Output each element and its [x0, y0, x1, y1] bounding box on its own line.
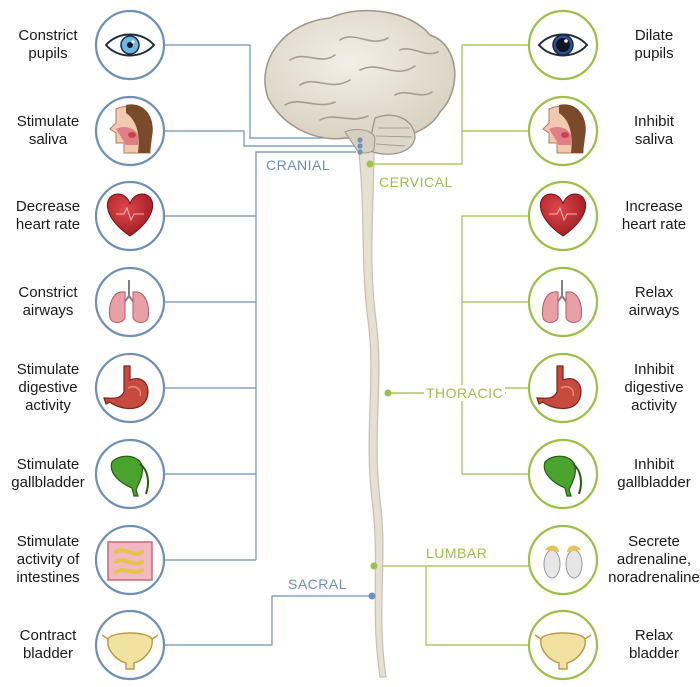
- label-line: airways: [604, 302, 700, 320]
- label-line: gallbladder: [604, 474, 700, 492]
- label-line: Increase: [604, 198, 700, 216]
- stomach-icon: [96, 354, 164, 422]
- label-line: airways: [0, 302, 98, 320]
- lungs-icon: [96, 268, 164, 336]
- label-line: gallbladder: [0, 474, 98, 492]
- salivary-head-icon: [529, 97, 597, 165]
- cervical-node: [367, 161, 374, 168]
- label-line: Stimulate: [0, 113, 98, 131]
- sacral-node: [369, 593, 376, 600]
- adrenal-glands-icon: [529, 526, 597, 594]
- label-line: Constrict: [0, 27, 98, 45]
- label-line: Stimulate: [0, 533, 98, 551]
- gallbladder-icon: [529, 440, 597, 508]
- label-line: pupils: [604, 45, 700, 63]
- lumbar-label: LUMBAR: [426, 545, 487, 561]
- cervical-label: CERVICAL: [379, 174, 453, 190]
- eye-dilated-icon: [529, 11, 597, 79]
- label-line: saliva: [0, 131, 98, 149]
- eye-icon: [96, 11, 164, 79]
- label-line: Decrease: [0, 198, 98, 216]
- lungs-icon: [529, 268, 597, 336]
- salivary-head-icon: [96, 97, 164, 165]
- label-line: heart rate: [0, 216, 98, 234]
- label-line: Inhibit: [604, 113, 700, 131]
- label-line: Stimulate: [0, 456, 98, 474]
- label-line: heart rate: [604, 216, 700, 234]
- label-line: Dilate: [604, 27, 700, 45]
- sacral-label: SACRAL: [288, 576, 347, 592]
- thoracic-label: THORACIC: [424, 385, 505, 401]
- bladder-icon: [96, 611, 164, 679]
- label-line: activity of: [0, 551, 98, 569]
- intestines-icon: [96, 526, 164, 594]
- bladder-icon: [529, 611, 597, 679]
- label-line: Constrict: [0, 284, 98, 302]
- label-line: Contract: [0, 627, 98, 645]
- label-line: bladder: [0, 645, 98, 663]
- label-line: Inhibit: [604, 361, 700, 379]
- lumbar-node: [371, 563, 378, 570]
- stomach-icon: [529, 354, 597, 422]
- label-line: saliva: [604, 131, 700, 149]
- heart-icon: [96, 182, 164, 250]
- label-line: activity: [604, 397, 700, 415]
- label-line: Inhibit: [604, 456, 700, 474]
- label-line: adrenaline,: [604, 551, 700, 569]
- cranial-label: CRANIAL: [266, 157, 330, 173]
- heart-icon: [529, 182, 597, 250]
- label-line: digestive: [0, 379, 98, 397]
- thoracic-node: [385, 390, 392, 397]
- label-line: noradrenaline: [604, 569, 700, 587]
- label-line: pupils: [0, 45, 98, 63]
- gallbladder-icon: [96, 440, 164, 508]
- label-line: activity: [0, 397, 98, 415]
- left-icon-column: [96, 11, 164, 679]
- label-line: digestive: [604, 379, 700, 397]
- label-line: intestines: [0, 569, 98, 587]
- label-line: bladder: [604, 645, 700, 663]
- label-line: Relax: [604, 627, 700, 645]
- label-line: Relax: [604, 284, 700, 302]
- brain: [265, 11, 455, 155]
- right-icon-column: [529, 11, 597, 679]
- label-line: Stimulate: [0, 361, 98, 379]
- label-line: Secrete: [604, 533, 700, 551]
